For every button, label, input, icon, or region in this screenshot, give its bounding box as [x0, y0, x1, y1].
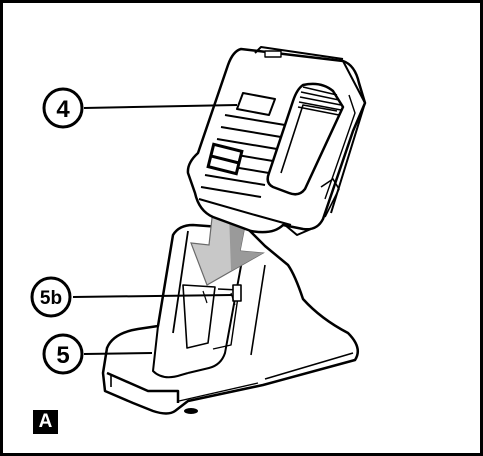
callout-label-4: 4	[56, 96, 70, 123]
leader-line-5b	[72, 294, 233, 298]
illustration: 4 5b 5	[30, 46, 367, 415]
leader-line-4	[83, 104, 238, 109]
callout-leaders	[72, 104, 238, 355]
leader-line-5	[83, 352, 153, 355]
callout-4: 4	[42, 87, 84, 129]
callout-label-5b: 5b	[40, 288, 62, 309]
callout-5b: 5b	[30, 276, 72, 318]
charger-base	[101, 223, 360, 415]
battery-pack	[186, 46, 367, 236]
callout-label-5: 5	[56, 342, 69, 369]
figure-tag: A	[33, 410, 58, 434]
callout-5: 5	[42, 333, 84, 375]
